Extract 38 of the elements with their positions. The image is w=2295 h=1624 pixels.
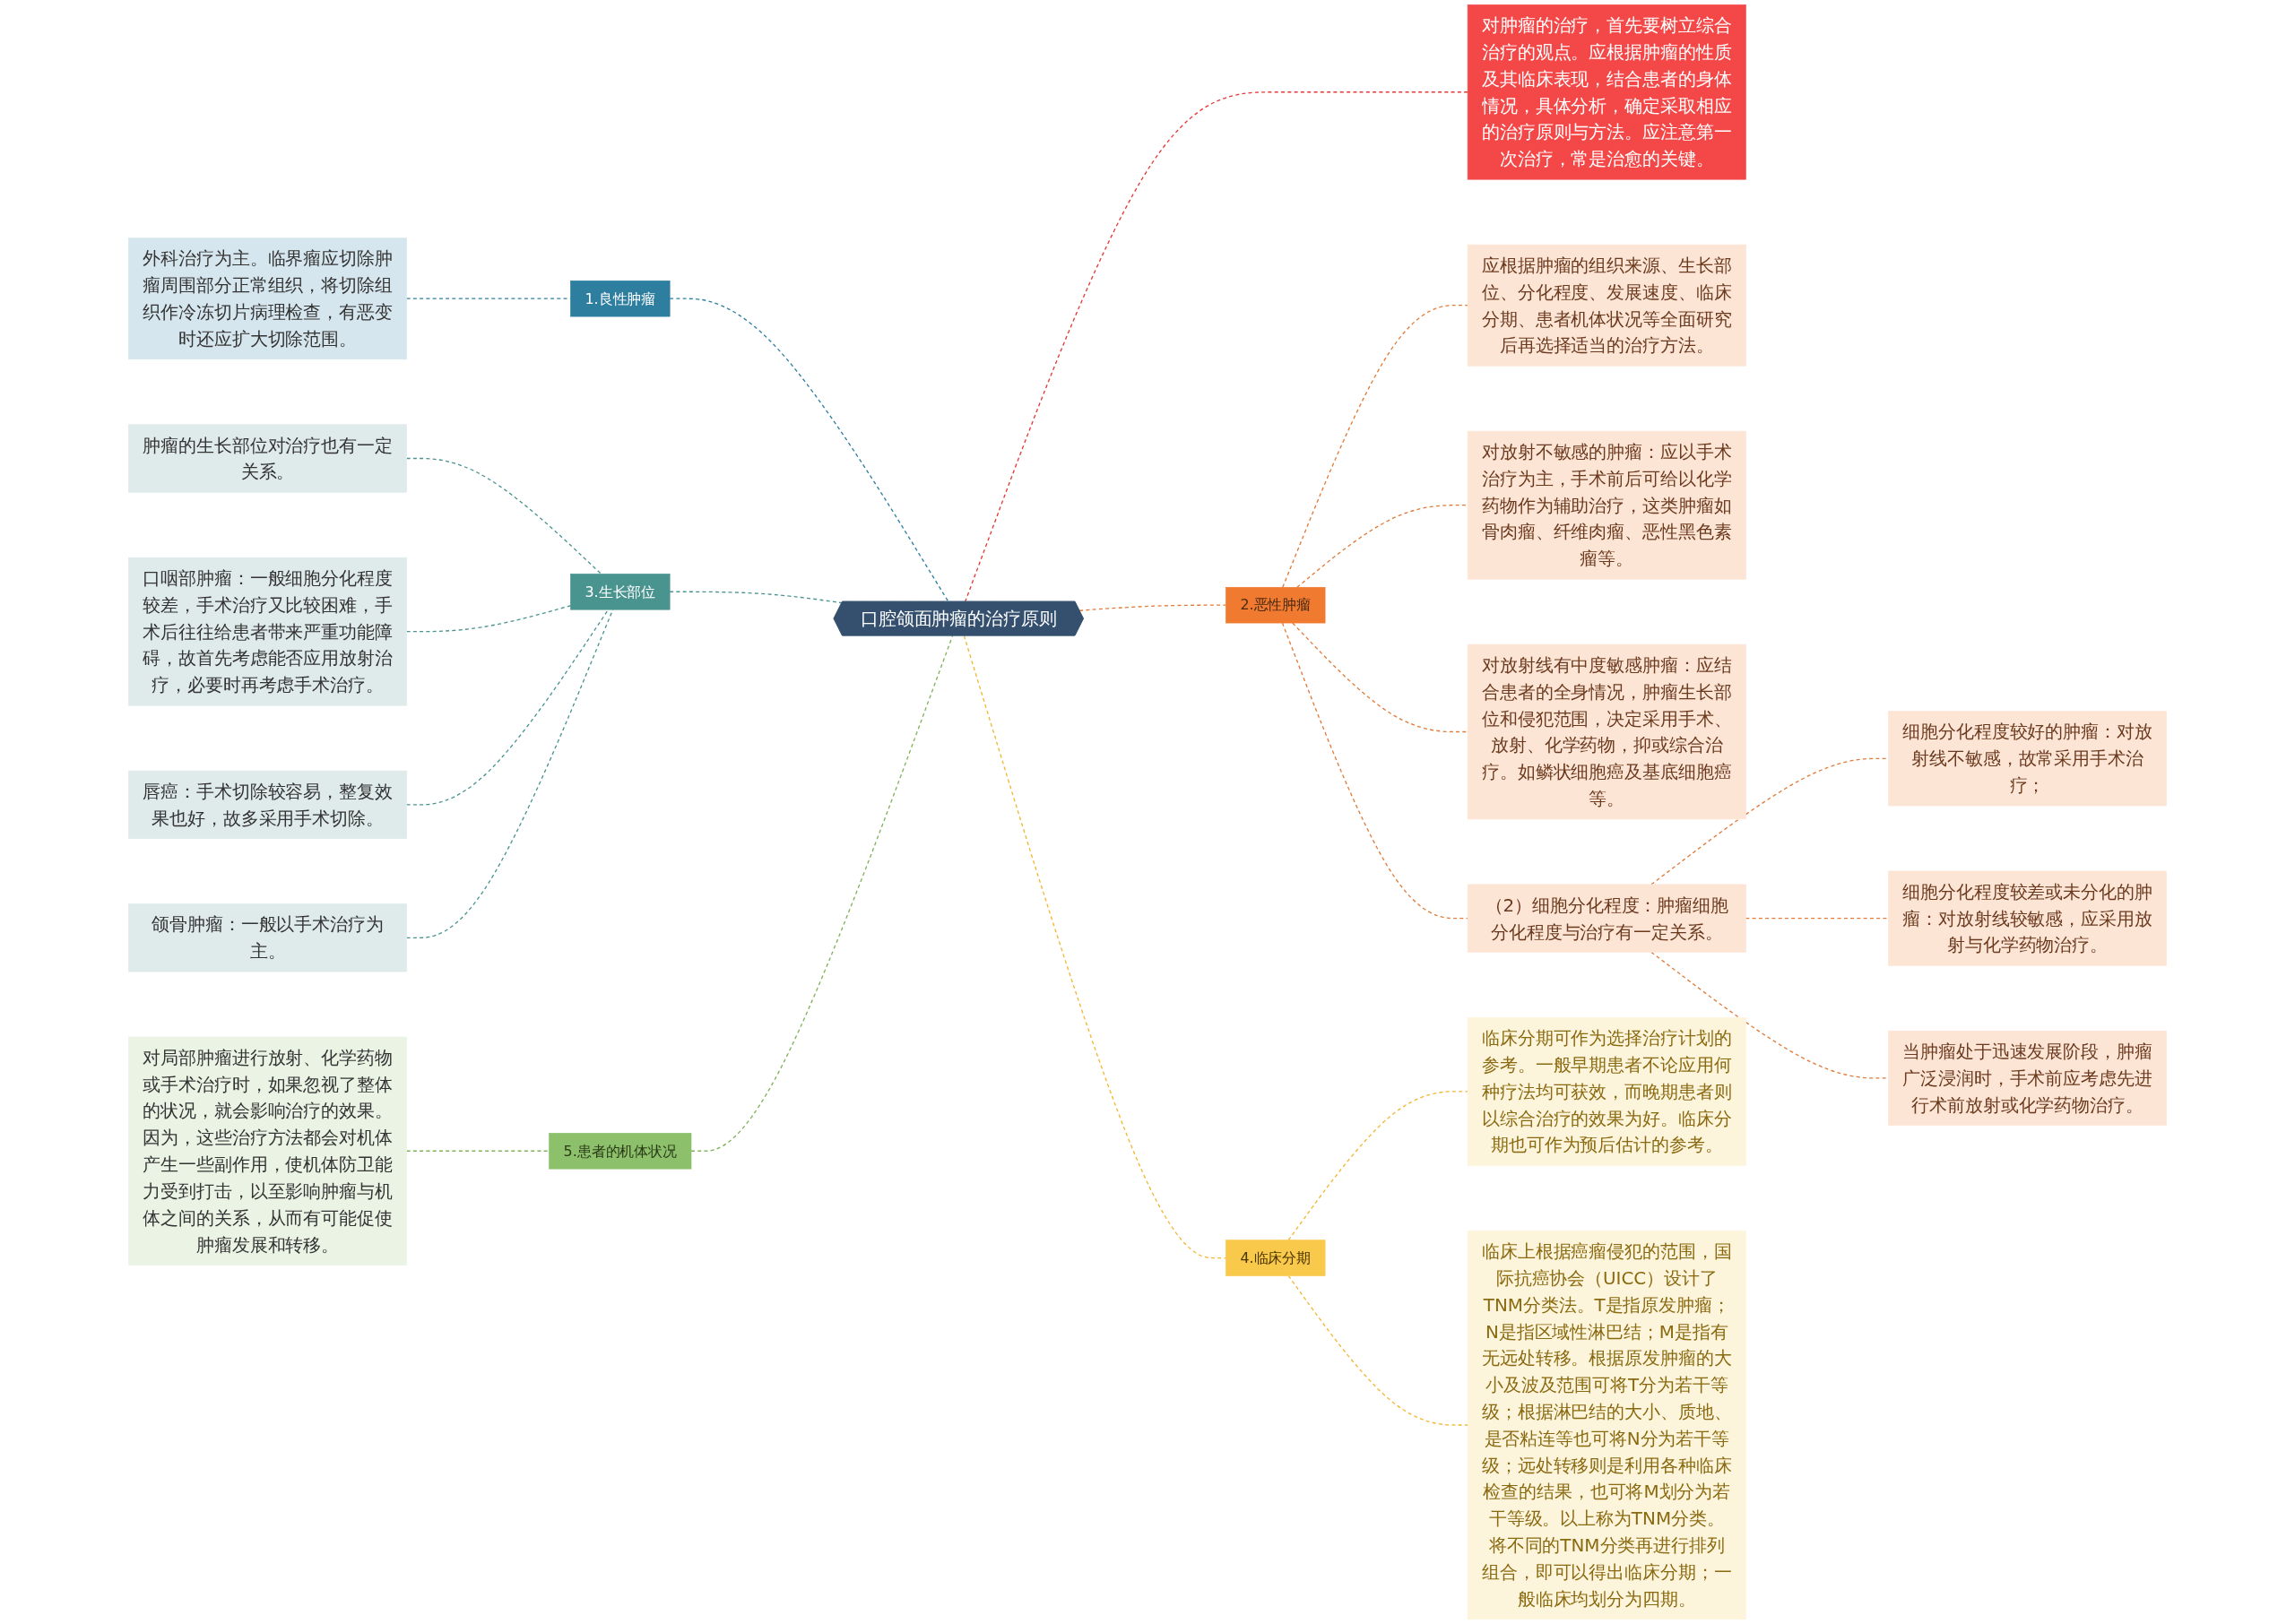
connector — [1287, 1091, 1468, 1241]
connector — [963, 635, 1227, 1259]
node-box: 3.生长部位 — [570, 574, 671, 610]
connector — [405, 609, 614, 938]
connector — [669, 591, 843, 604]
node-box: 1.良性肿瘤 — [570, 281, 671, 317]
connector — [964, 91, 1468, 603]
node-box: 对肿瘤的治疗，首先要树立综合治疗的观点。应根据肿瘤的性质及其临床表现，结合患者的身体情况，具体分析，确定采取相应的治疗原则与方法。应注意第一次治疗，常是治愈的关键。 — [1467, 4, 1746, 180]
connector — [405, 609, 610, 806]
connector — [690, 635, 954, 1152]
node-box: 当肿瘤处于迅速发展阶段，肿瘤广泛浸润时，手术前应考虑先进行术前放射或化学药物治疗。 — [1888, 1030, 2167, 1126]
connector — [669, 298, 949, 603]
node-box: 5.患者的机体状况 — [549, 1133, 692, 1170]
node-box: 细胞分化程度较好的肿瘤：对放射线不敏感，故常采用手术治疗； — [1888, 711, 2167, 807]
connector — [1281, 622, 1468, 920]
node-box: 肿瘤的生长部位对治疗也有一定关系。 — [128, 424, 407, 493]
connector — [1292, 622, 1468, 733]
node-box: 细胞分化程度较差或未分化的肿瘤：对放射线较敏感，应采用放射与化学药物治疗。 — [1888, 870, 2167, 966]
connector — [405, 457, 602, 575]
connector — [405, 605, 572, 633]
node-box: 外科治疗为主。临界瘤应切除肿瘤周围部分正常组织，将切除组织作冷冻切片病理检查，有恶变时还应扩大切除范围。 — [128, 238, 407, 360]
node-box: （2）细胞分化程度：肿瘤细胞分化程度与治疗有一定关系。 — [1467, 884, 1746, 953]
node-box: 对放射线有中度敏感肿瘤：应结合患者的全身情况，肿瘤生长部位和侵犯范围，决定采用手术、放射、化学药物，抑或综合治疗。如鳞状细胞癌及基底细胞癌等。 — [1467, 644, 1746, 820]
connector — [1296, 505, 1468, 588]
node-box: 临床上根据癌瘤侵犯的范围，国际抗癌协会（UICC）设计了TNM分类法。T是指原发肿瘤；N是指区域性淋巴结；M是指有无远处转移。根据原发肿瘤的大小及波及范围可将T分为若干等级；根据淋巴结的大小、质地、是否粘连等也可将N分为若干等级；远处转移则是利用各种临床检查的结果，也可将M划分为若干等级。以上称为TNM分类。将不同的TNM分类再进行排列组合，即可以得出临床分期；一般临床均划分为四期。 — [1467, 1230, 1746, 1620]
connector — [1287, 1274, 1468, 1426]
node-box: 唇癌：手术切除较容易，整复效果也好，故多采用手术切除。 — [128, 770, 407, 839]
node-box: 应根据肿瘤的组织来源、生长部位、分化程度、发展速度、临床分期、患者机体状况等全面研究后再选择适当的治疗方法。 — [1467, 244, 1746, 367]
node-box: 2.恶性肿瘤 — [1225, 586, 1326, 624]
node-box: 对放射不敏感的肿瘤：应以手术治疗为主，手术前后可给以化学药物作为辅助治疗，这类肿瘤如骨肉瘤、纤维肉瘤、恶性黑色素瘤等。 — [1467, 430, 1746, 580]
node-box: 对局部肿瘤进行放射、化学药物或手术治疗时，如果忽视了整体的状况，就会影响治疗的效果。因为，这些治疗方法都会对机体产生一些副作用，使机体防卫能力受到打击，以至影响肿瘤与机体之间的关系，从而有可能促使肿瘤发展和转移。 — [128, 1036, 407, 1266]
connector — [1282, 305, 1468, 588]
node-box: 颌骨肿瘤：一般以手术治疗为主。 — [128, 903, 407, 972]
node-box: 临床分期可作为选择治疗计划的参考。一般早期患者不论应用何种疗法均可获效，而晚期患者则以综合治疗的效果为好。临床分期也可作为预后估计的参考。 — [1467, 1017, 1746, 1166]
node-box: 口咽部肿瘤：一般细胞分化程度较差，手术治疗又比较困难，手术后往往给患者带来严重功能障碍，故首先考虑能否应用放射治疗，必要时再考虑手术治疗。 — [128, 557, 407, 706]
node-box: 4.临床分期 — [1225, 1240, 1326, 1276]
connector — [405, 1150, 550, 1152]
connector — [1078, 604, 1227, 611]
